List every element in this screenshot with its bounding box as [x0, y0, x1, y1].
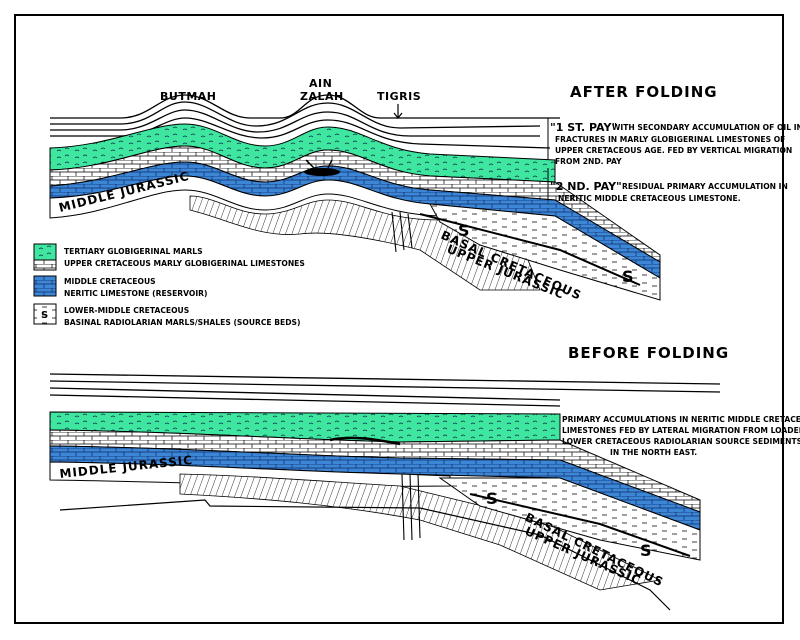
pay2-label: "2 ND. PAY" [550, 180, 622, 193]
pay1-desc-line-3: UPPER CRETACEOUS AGE. FED BY VERTICAL MI… [555, 146, 792, 155]
before-fault-lines [401, 473, 421, 541]
legend-item-3-line-2: BASINAL RADIOLARIAN MARLS/SHALES (SOURCE… [64, 318, 300, 327]
before-basement-profile [59, 499, 671, 611]
before-folding-title: BEFORE FOLDING [568, 344, 729, 362]
after-source-beds [429, 203, 661, 301]
before-source-beds [438, 477, 701, 561]
before-desc-line-1: PRIMARY ACCUMULATIONS IN NERITIC MIDDLE … [562, 415, 800, 424]
legend-source-swatch [33, 303, 57, 325]
legend: TERTIARY GLOBIGERINAL MARLS UPPER CRETAC… [33, 243, 305, 327]
after-basal-cretaceous-line [419, 213, 641, 286]
pay1-desc-line-4: FROM 2ND. PAY [555, 157, 622, 166]
before-surface-lines [49, 373, 721, 407]
ain-label: AIN [309, 77, 332, 90]
before-desc-line-4: IN THE NORTH EAST. [610, 448, 697, 457]
after-source-symbol: S [458, 221, 470, 240]
legend-limestone-swatch [33, 259, 57, 271]
pay2-desc-line-1: RESIDUAL PRIMARY ACCUMULATION IN [622, 182, 788, 191]
pay1-label: "1 ST. PAY" [550, 121, 617, 134]
before-hatched-basement [179, 473, 662, 591]
legend-item-2-line-2: NERITIC LIMESTONE (RESERVOIR) [64, 289, 208, 298]
after-folding-title: AFTER FOLDING [570, 83, 718, 101]
pay1-desc-line-2: FRACTURES IN MARLY GLOBIGERINAL LIMESTON… [555, 135, 785, 144]
tigris-label: TIGRIS [377, 90, 421, 103]
legend-item-3-line-1: LOWER-MIDDLE CRETACEOUS [64, 306, 189, 315]
legend-item-1-line-2: UPPER CRETACEOUS MARLY GLOBIGERINAL LIME… [64, 259, 305, 268]
after-fracture-marks [305, 159, 333, 169]
after-fault-lines [391, 211, 413, 253]
legend-reservoir-swatch [33, 275, 57, 297]
legend-item-1-line-1: TERTIARY GLOBIGERINAL MARLS [64, 247, 203, 256]
before-middle-jurassic-layer [49, 461, 451, 487]
legend-marl-swatch [33, 243, 57, 261]
before-desc-line-2: LIMESTONES FED BY LATERAL MIGRATION FROM… [562, 426, 800, 435]
before-oil-accumulation [329, 436, 401, 446]
after-source-symbol-2: S [622, 267, 634, 286]
before-basal-cretaceous-line [469, 493, 691, 557]
legend-item-2-line-1: MIDDLE CRETACEOUS [64, 277, 156, 286]
after-hatched-basement [189, 195, 541, 291]
pay2-desc-line-2: NERITIC MIDDLE CRETACEOUS LIMESTONE. [558, 194, 741, 203]
before-source-symbol: S [486, 489, 498, 508]
pay1-desc-line-1: WITH SECONDARY ACCUMULATION OF OIL IN [612, 123, 800, 132]
tigris-arrow-icon [393, 104, 403, 119]
after-surface-lines [50, 94, 560, 149]
before-source-symbol-2: S [640, 541, 652, 560]
before-desc-line-3: LOWER CRETACEOUS RADIOLARIAN SOURCE SEDI… [562, 437, 800, 446]
after-oil-accumulation [304, 168, 340, 176]
legend-source-symbol: S [41, 310, 48, 321]
butmah-label: BUTMAH [160, 90, 217, 103]
